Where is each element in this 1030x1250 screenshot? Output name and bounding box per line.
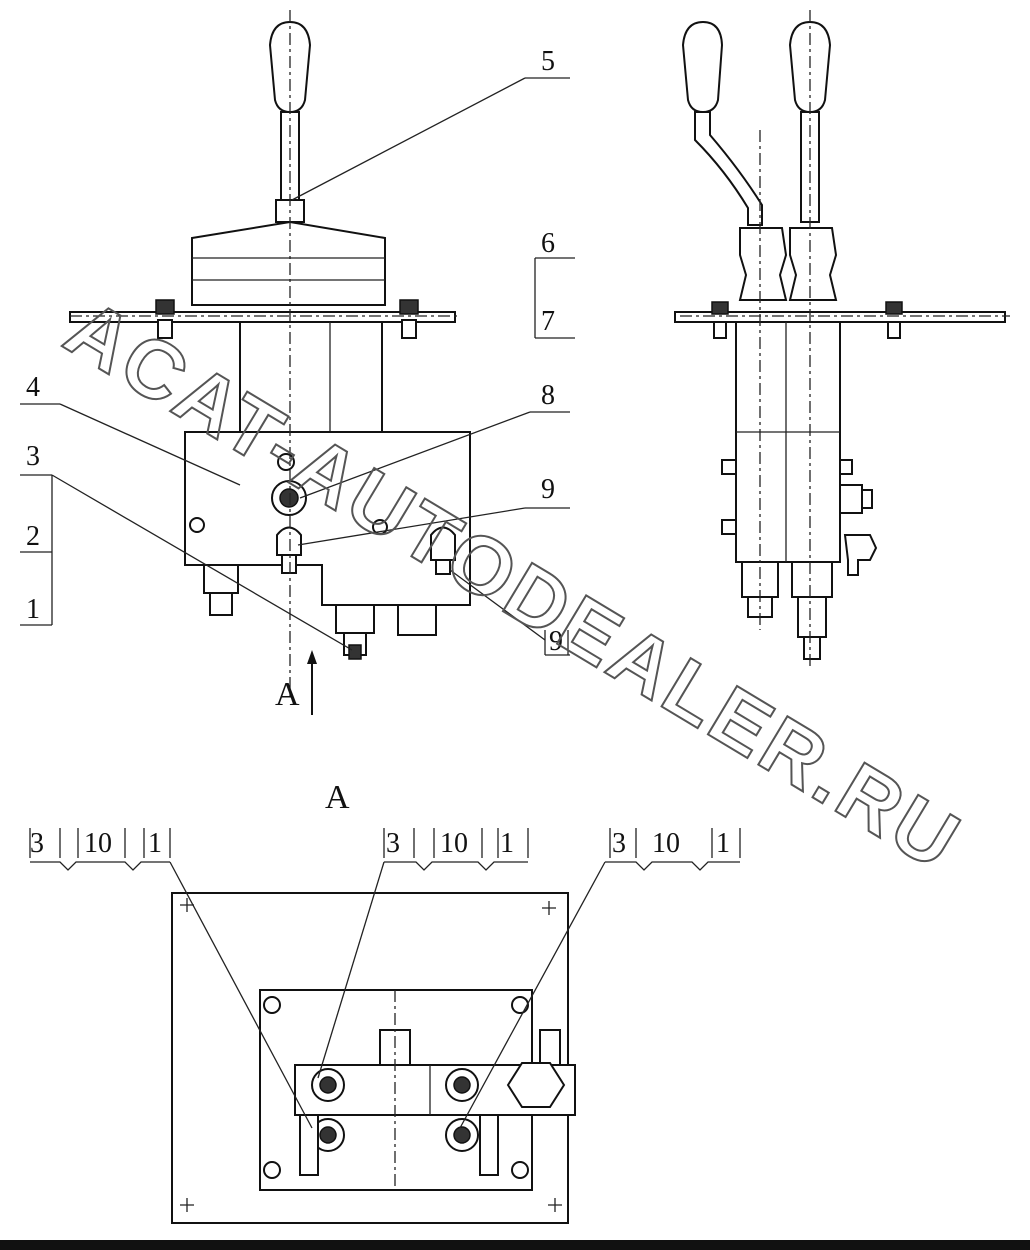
callout-3: 3 (26, 441, 40, 472)
callout-9-bracket: 9 (549, 626, 563, 657)
group-1-label-c: 1 (148, 828, 162, 859)
front-view-assembly (69, 10, 471, 700)
fitting-9-right (430, 526, 456, 561)
callout-7: 7 (541, 306, 555, 337)
view-a-assembly (171, 892, 576, 1224)
view-a-title: A (325, 779, 350, 816)
group-1-label-a: 3 (30, 828, 44, 859)
fitting-9 (276, 526, 302, 556)
callout-6: 6 (541, 228, 555, 259)
rubber-boot (191, 220, 386, 306)
callout-group-1: 3 10 1 (29, 828, 171, 859)
side-bent-lever (694, 111, 763, 226)
view-arrow (307, 650, 317, 715)
valve-block (184, 431, 471, 606)
view-a-leaders (30, 861, 740, 1129)
group-2-label-c: 1 (500, 828, 514, 859)
port-center (335, 604, 375, 634)
plate-nut-right (399, 299, 419, 315)
side-fitting (839, 484, 863, 514)
bottom-border (0, 1240, 1030, 1250)
callout-leaders (20, 77, 575, 656)
group-2-label-b: 10 (440, 828, 468, 859)
callout-group-3: 3 10 1 (609, 828, 741, 859)
group-2-label-a: 3 (386, 828, 400, 859)
side-boot-left (738, 227, 788, 301)
plate-nut-left (155, 299, 175, 315)
view-marker-label: A (275, 676, 300, 713)
callout-5: 5 (541, 46, 555, 77)
group-3-label-a: 3 (612, 828, 626, 859)
callout-9: 9 (541, 474, 555, 505)
port-right (397, 604, 437, 636)
side-elbow-fitting (843, 534, 878, 576)
side-housing (735, 321, 841, 563)
callout-4: 4 (26, 372, 40, 403)
callout-group-2: 3 10 1 (383, 828, 529, 859)
side-view-assembly (674, 10, 1010, 670)
port-left (203, 564, 239, 594)
group-3-label-c: 1 (716, 828, 730, 859)
callout-2: 2 (26, 521, 40, 552)
group-1-label-b: 10 (84, 828, 112, 859)
side-knob-left (681, 20, 724, 114)
view-a-hex-fitting (506, 1062, 566, 1108)
callout-8: 8 (541, 380, 555, 411)
group-3-label-b: 10 (652, 828, 680, 859)
upper-housing (239, 321, 383, 433)
callout-1: 1 (26, 594, 40, 625)
side-boot-right (788, 227, 838, 301)
